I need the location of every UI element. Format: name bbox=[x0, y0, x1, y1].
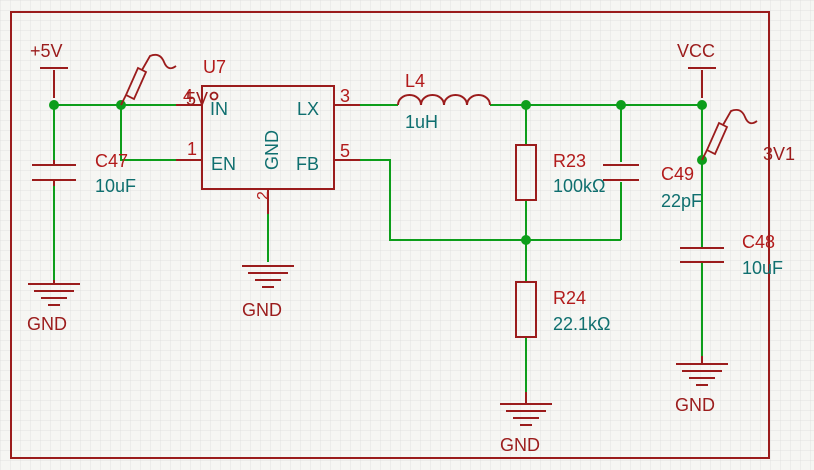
net-label-5v: 5V bbox=[186, 89, 208, 109]
ic-u7[interactable] bbox=[176, 85, 360, 214]
c48-value: 10uF bbox=[742, 258, 783, 278]
c49-ref: C49 bbox=[661, 164, 694, 184]
pin-gnd-number: 2 bbox=[255, 191, 272, 200]
pin-fb-number: 5 bbox=[340, 141, 350, 161]
probe-5v-icon[interactable] bbox=[120, 53, 177, 106]
inductor-l4[interactable] bbox=[397, 94, 491, 106]
gnd-label-left: GND bbox=[27, 314, 67, 334]
l4-value: 1uH bbox=[405, 112, 438, 132]
junction-dot bbox=[521, 235, 531, 245]
junction-dot bbox=[49, 100, 59, 110]
ground-symbol-c48[interactable] bbox=[676, 356, 728, 386]
gnd-label-c48: GND bbox=[675, 395, 715, 415]
l4-ref: L4 bbox=[405, 71, 425, 91]
capacitor-c48[interactable] bbox=[680, 247, 724, 263]
pin-in-name: IN bbox=[210, 99, 228, 119]
resistor-r23[interactable] bbox=[515, 144, 537, 201]
power-label-vcc: VCC bbox=[677, 41, 715, 61]
c49-value: 22pF bbox=[661, 191, 702, 211]
pin-en-number: 1 bbox=[187, 139, 197, 159]
wire-en[interactable] bbox=[120, 105, 202, 161]
ground-symbol-left[interactable] bbox=[28, 280, 80, 306]
junction-dot bbox=[521, 100, 531, 110]
pin-gnd-name: GND bbox=[262, 130, 282, 170]
sheet-border bbox=[10, 11, 770, 459]
ground-symbol-ic[interactable] bbox=[242, 265, 294, 288]
gnd-label-ic: GND bbox=[242, 300, 282, 320]
r23-value: 100kΩ bbox=[553, 176, 606, 196]
ground-symbol-r24[interactable] bbox=[500, 392, 552, 426]
net-label-3v1: 3V1 bbox=[763, 144, 795, 164]
r24-value: 22.1kΩ bbox=[553, 314, 611, 334]
resistor-r24[interactable] bbox=[515, 281, 537, 338]
power-label-5v: +5V bbox=[30, 41, 63, 61]
wire-fb-divider[interactable] bbox=[334, 159, 621, 241]
pin-lx-name: LX bbox=[297, 99, 319, 119]
pin-lx-number: 3 bbox=[340, 86, 350, 106]
c47-ref: C47 bbox=[95, 151, 128, 171]
pin-en-name: EN bbox=[211, 154, 236, 174]
capacitor-c49[interactable] bbox=[603, 164, 639, 181]
pin-fb-name: FB bbox=[296, 154, 319, 174]
gnd-label-r24: GND bbox=[500, 435, 540, 455]
pin-in-number: 4 bbox=[183, 86, 193, 106]
junction-dot bbox=[616, 100, 626, 110]
r24-ref: R24 bbox=[553, 288, 586, 308]
c48-ref: C48 bbox=[742, 232, 775, 252]
capacitor-c47[interactable] bbox=[32, 160, 76, 186]
r23-ref: R23 bbox=[553, 151, 586, 171]
power-port-vcc[interactable] bbox=[688, 67, 716, 98]
junction-dot bbox=[697, 100, 707, 110]
ic-ref: U7 bbox=[203, 57, 226, 77]
probe-3v1-icon[interactable] bbox=[701, 108, 758, 161]
c47-value: 10uF bbox=[95, 176, 136, 196]
power-port-5v[interactable] bbox=[40, 67, 68, 98]
